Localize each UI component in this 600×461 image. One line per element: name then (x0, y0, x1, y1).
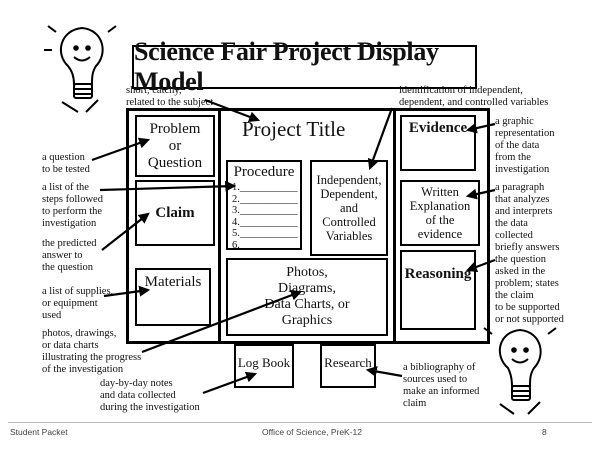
arrow-paragraph (465, 188, 496, 200)
procedure-box: Procedure 1.___________ 2.___________ 3.… (226, 160, 302, 251)
note-bibliography: a bibliography of sources used to make a… (403, 362, 480, 409)
evidence-label: Evidence (408, 120, 468, 136)
procedure-step-5: 5. (232, 228, 240, 239)
note-daybyday: day-by-day notes and data collected duri… (100, 378, 200, 413)
note-question-tested: a question to be tested (42, 152, 90, 175)
arrow-question (91, 137, 151, 162)
arrow-short-catchy (204, 98, 261, 123)
arrow-steps (99, 180, 237, 192)
arrow-identification (367, 107, 394, 171)
note-briefly: briefly answers the question asked in th… (495, 242, 564, 325)
materials-label: Materials (144, 274, 202, 290)
note-predicted: the predicted answer to the question (42, 238, 97, 273)
arrow-daybyday (202, 371, 258, 395)
note-photos-drawings: photos, drawings, or data charts illustr… (42, 328, 142, 375)
arrow-bibliography (365, 366, 403, 378)
photos-label: Photos, Diagrams, Data Charts, or Graphi… (264, 265, 350, 328)
note-identification: identification of independent, dependent… (399, 85, 549, 108)
footer-page-number: 8 (542, 427, 547, 437)
footer-left: Student Packet (10, 427, 68, 437)
procedure-step-2: 2. (232, 193, 240, 205)
procedure-step-4: 4. (232, 216, 240, 228)
page-title: Science Fair Project Display Model (134, 37, 439, 96)
photos-box: Photos, Diagrams, Data Charts, or Graphi… (226, 258, 388, 336)
note-supplies: a list of supplies, or equipment used (42, 286, 114, 321)
reasoning-label: Reasoning (404, 266, 472, 282)
procedure-step-3: 3. (232, 205, 240, 216)
procedure-step-6: 6. (232, 239, 240, 251)
note-short-catchy: short, catchy, related to the subject (126, 85, 214, 108)
problem-box: Problem or Question (135, 115, 215, 177)
arrow-supplies (103, 285, 151, 298)
research-label: Research (324, 355, 372, 370)
materials-box: Materials (135, 268, 211, 326)
procedure-title: Procedure (233, 164, 295, 180)
arrow-photos (141, 289, 303, 354)
arrow-briefly (465, 258, 496, 273)
variables-box: Independent, Dependent, and Controlled V… (310, 160, 388, 256)
footer-center: Office of Science, PreK-12 (262, 427, 363, 437)
lightbulb-icon (44, 25, 117, 113)
written-label: Written Explanation of the evidence (409, 185, 471, 241)
problem-label: Problem or Question (147, 120, 203, 171)
note-graphic-rep: a graphic representation of the data fro… (495, 116, 555, 175)
footer-divider (8, 422, 592, 423)
logbook-box: Log Book (234, 344, 294, 388)
variables-label: Independent, Dependent, and Controlled V… (316, 173, 382, 243)
note-paragraph: a paragraph that analyzes and interprets… (495, 182, 553, 241)
arrow-predicted (101, 212, 150, 251)
evidence-box: Evidence (400, 115, 476, 171)
lightbulb-icon (483, 327, 557, 415)
reasoning-box: Reasoning (400, 250, 476, 330)
page-title-box: Science Fair Project Display Model (132, 37, 477, 96)
research-box: Research (320, 344, 376, 388)
claim-label: Claim (155, 204, 195, 221)
note-list-steps: a list of the steps followed to perform … (42, 182, 103, 229)
logbook-label: Log Book (237, 355, 291, 370)
written-box: Written Explanation of the evidence (400, 180, 480, 246)
arrow-graphic (465, 122, 496, 134)
